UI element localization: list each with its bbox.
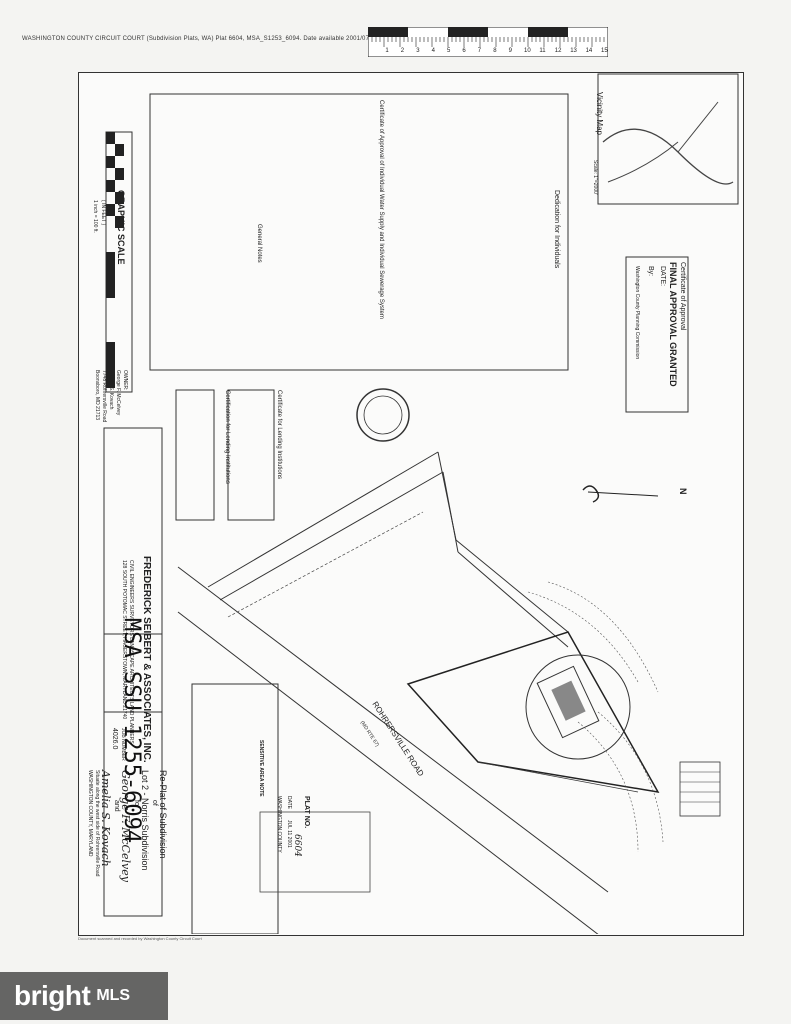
- north-arrow-label: N: [678, 488, 688, 495]
- title-county: WASHINGTON COUNTY, MARYLAND: [87, 770, 93, 857]
- ruler-label: 6: [462, 48, 466, 54]
- ruler-label: 4: [431, 48, 435, 54]
- ruler-label: 12: [554, 48, 562, 54]
- title-owner-2: Amelia S. Kovach: [99, 770, 112, 867]
- plat-stamp-label: PLAT NO.: [303, 796, 310, 829]
- ruler-label: 1: [385, 48, 389, 54]
- vicinity-map-scale: Scale: 1"=2000': [592, 160, 598, 195]
- ruler-label: 14: [585, 48, 593, 54]
- page-footer: Document scanned and recorded by Washing…: [78, 936, 202, 941]
- graphic-scale-ratio: 1 inch = 100 ft.: [92, 200, 98, 233]
- cert-water-sewer-title: Certificate of Approval of Individual Wa…: [378, 100, 384, 319]
- owner-line-3: 7748 Rohrersville Road: [101, 370, 107, 423]
- owner-label: OWNER:: [122, 370, 128, 391]
- owner-line-2: Amelia S. Kovach: [108, 370, 114, 410]
- plat-sheet: [78, 72, 744, 936]
- handwritten-msa-number: MSA SSU 1255-6094: [119, 618, 144, 844]
- ruler-label: 11: [539, 48, 546, 54]
- approval-by-label: By:: [647, 266, 654, 277]
- ruler-label: 2: [400, 48, 405, 54]
- ruler-label: 8: [493, 48, 497, 54]
- cert-lending-title-2: Certification for Lending Institutions: [224, 390, 230, 484]
- cert-dedication-title: Dedication for Individuals: [553, 190, 560, 269]
- ruler-label: 5: [447, 48, 451, 54]
- job-number: 4026.0: [111, 728, 118, 750]
- owner-line-4: Boonsboro, MD 21713: [94, 370, 100, 421]
- plat-stamp-date: JUL 11 2001: [286, 820, 292, 848]
- approval-date-label: DATE:: [659, 266, 666, 287]
- title-location: Situate along the west side of Rohrersvi…: [94, 770, 100, 877]
- ruler-label: 7: [477, 48, 482, 54]
- title-replat: Re-Plat of Subdivision: [158, 770, 168, 859]
- watermark-brand: bright: [14, 980, 91, 1011]
- approval-certificate-title: Certificate of Approval: [679, 262, 686, 331]
- page-header: WASHINGTON COUNTY CIRCUIT COURT (Subdivi…: [22, 36, 436, 42]
- plat-drawing: [103, 73, 739, 934]
- watermark-suffix: MLS: [96, 987, 131, 1004]
- vicinity-map-title: Vicinity Map: [595, 92, 604, 135]
- plat-stamp-county: WASHINGTON COUNTY: [276, 796, 282, 853]
- plat-stamp-date-label: DATE: [286, 796, 292, 809]
- measuring-ruler: [368, 27, 608, 57]
- ruler-label: 15: [601, 48, 608, 54]
- owner-line-1: George F. McCelvey: [115, 370, 121, 416]
- ruler-label: 9: [508, 48, 512, 54]
- graphic-scale-title: GRAPHIC SCALE: [116, 190, 126, 265]
- ruler-label: 13: [570, 48, 577, 54]
- ruler-label: 3: [416, 48, 420, 54]
- cert-lending-title: Certificate for Lending Institutions: [276, 390, 282, 480]
- general-notes-title: General Notes: [256, 224, 262, 263]
- brightmls-watermark: bright MLS: [0, 972, 168, 1020]
- graphic-scale-unit: ( IN FEET ): [100, 200, 106, 226]
- ruler-label: 10: [524, 48, 531, 54]
- approval-agency: Washington County Planning Commission: [634, 266, 640, 360]
- title-of: of: [151, 800, 158, 806]
- sensitive-area-note: SENSITIVE AREA NOTE: [258, 740, 264, 797]
- plat-stamp-number: 6604: [292, 834, 302, 857]
- approval-status: FINAL APPROVAL GRANTED: [668, 262, 678, 387]
